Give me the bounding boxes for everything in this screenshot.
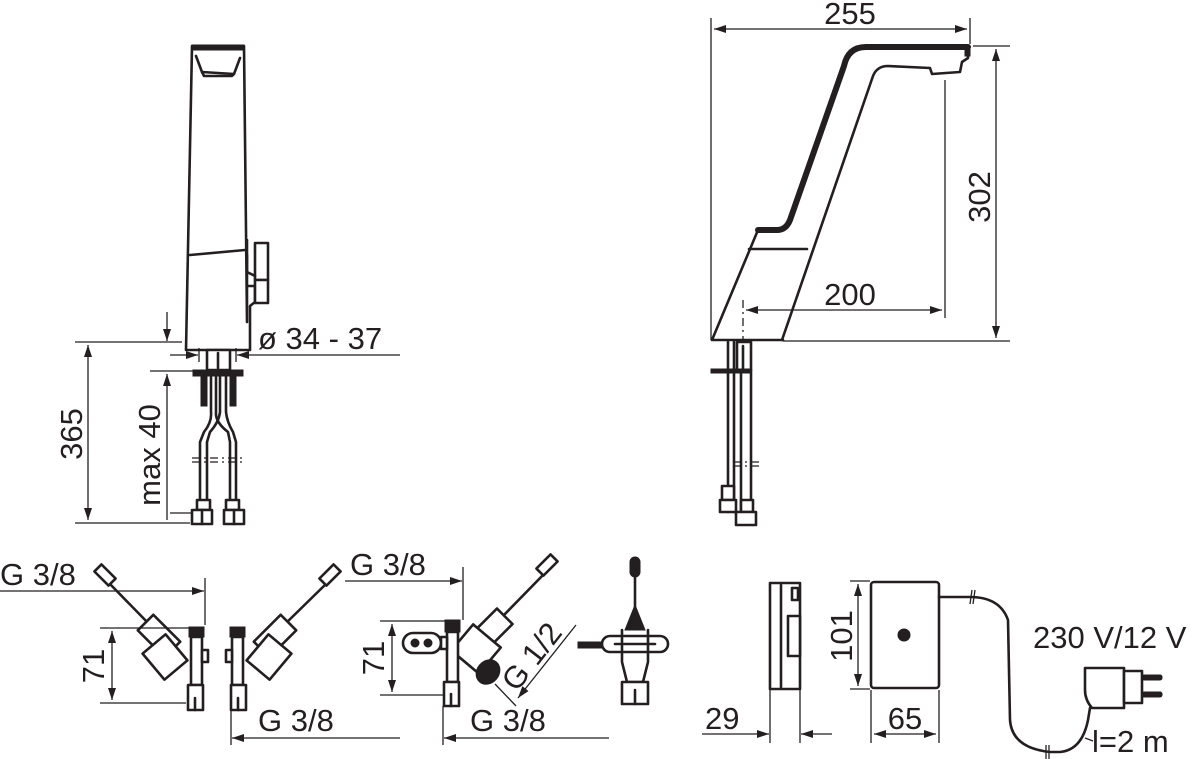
dimension-29: 29 [702, 690, 832, 743]
dimension-label-g38-top-left: G 3/8 [0, 557, 76, 592]
dimension-label-29: 29 [705, 701, 739, 736]
dimension-101: 101 [824, 580, 870, 690]
dimension-65: 65 [870, 690, 940, 743]
valve-front-view [577, 556, 670, 706]
dimension-71-left: 71 [76, 627, 190, 704]
dimension-365: 365 [54, 341, 190, 524]
cable-length-annotation: l=2 m [1084, 724, 1169, 759]
front-view-faucet [184, 44, 270, 526]
dimension-g38-top-left: G 3/8 [0, 557, 206, 625]
control-box-front [869, 580, 1092, 759]
dimension-71-right: 71 [356, 620, 446, 696]
dimension-label-g38-top-right: G 3/8 [350, 547, 426, 582]
dimension-label-g38-bottom-right: G 3/8 [470, 703, 546, 738]
side-connection [710, 340, 762, 527]
side-view-faucet [710, 44, 971, 527]
control-box-side [768, 581, 802, 691]
dimension-label-365: 365 [54, 408, 89, 460]
dimension-label-255: 255 [824, 0, 876, 31]
valve-right [224, 563, 342, 712]
cable-length-label: l=2 m [1092, 724, 1169, 759]
dimension-label-200: 200 [824, 277, 876, 312]
faucet-body-front [184, 44, 270, 352]
dimension-302: 302 [783, 45, 1010, 342]
dimension-g38-top-right: G 3/8 [345, 547, 464, 620]
valve-view-1: G 3/8 71 G 3/8 [0, 557, 400, 745]
dimension-g38-bottom-left: G 3/8 [230, 703, 400, 745]
dimension-label-71-right: 71 [356, 641, 391, 675]
connection-shank [190, 348, 246, 526]
dimension-200: 200 [746, 80, 946, 318]
dimension-label-71-left: 71 [76, 649, 111, 683]
dimension-label-302: 302 [962, 171, 997, 223]
dimension-label-65: 65 [888, 701, 922, 736]
valve-view-2: G 3/8 71 G 1/2 G 3/8 [345, 547, 670, 745]
dimension-label-max-40: max 40 [132, 404, 167, 506]
dimension-hole-diameter: ø 34 - 37 [170, 321, 400, 362]
dimension-g38-bottom-right: G 3/8 [442, 703, 609, 745]
dimension-label-hole-diameter: ø 34 - 37 [258, 321, 382, 356]
valve-left [93, 563, 210, 712]
dimension-label-g38-bottom-left: G 3/8 [258, 703, 334, 738]
dimension-255: 255 [710, 0, 971, 340]
power-adapter [1083, 666, 1163, 710]
dimension-label-101: 101 [824, 610, 859, 662]
power-supply-label: 230 V/12 V [1033, 620, 1187, 655]
sensor-dot-icon [897, 628, 911, 642]
dimension-max-40: max 40 [132, 312, 200, 520]
